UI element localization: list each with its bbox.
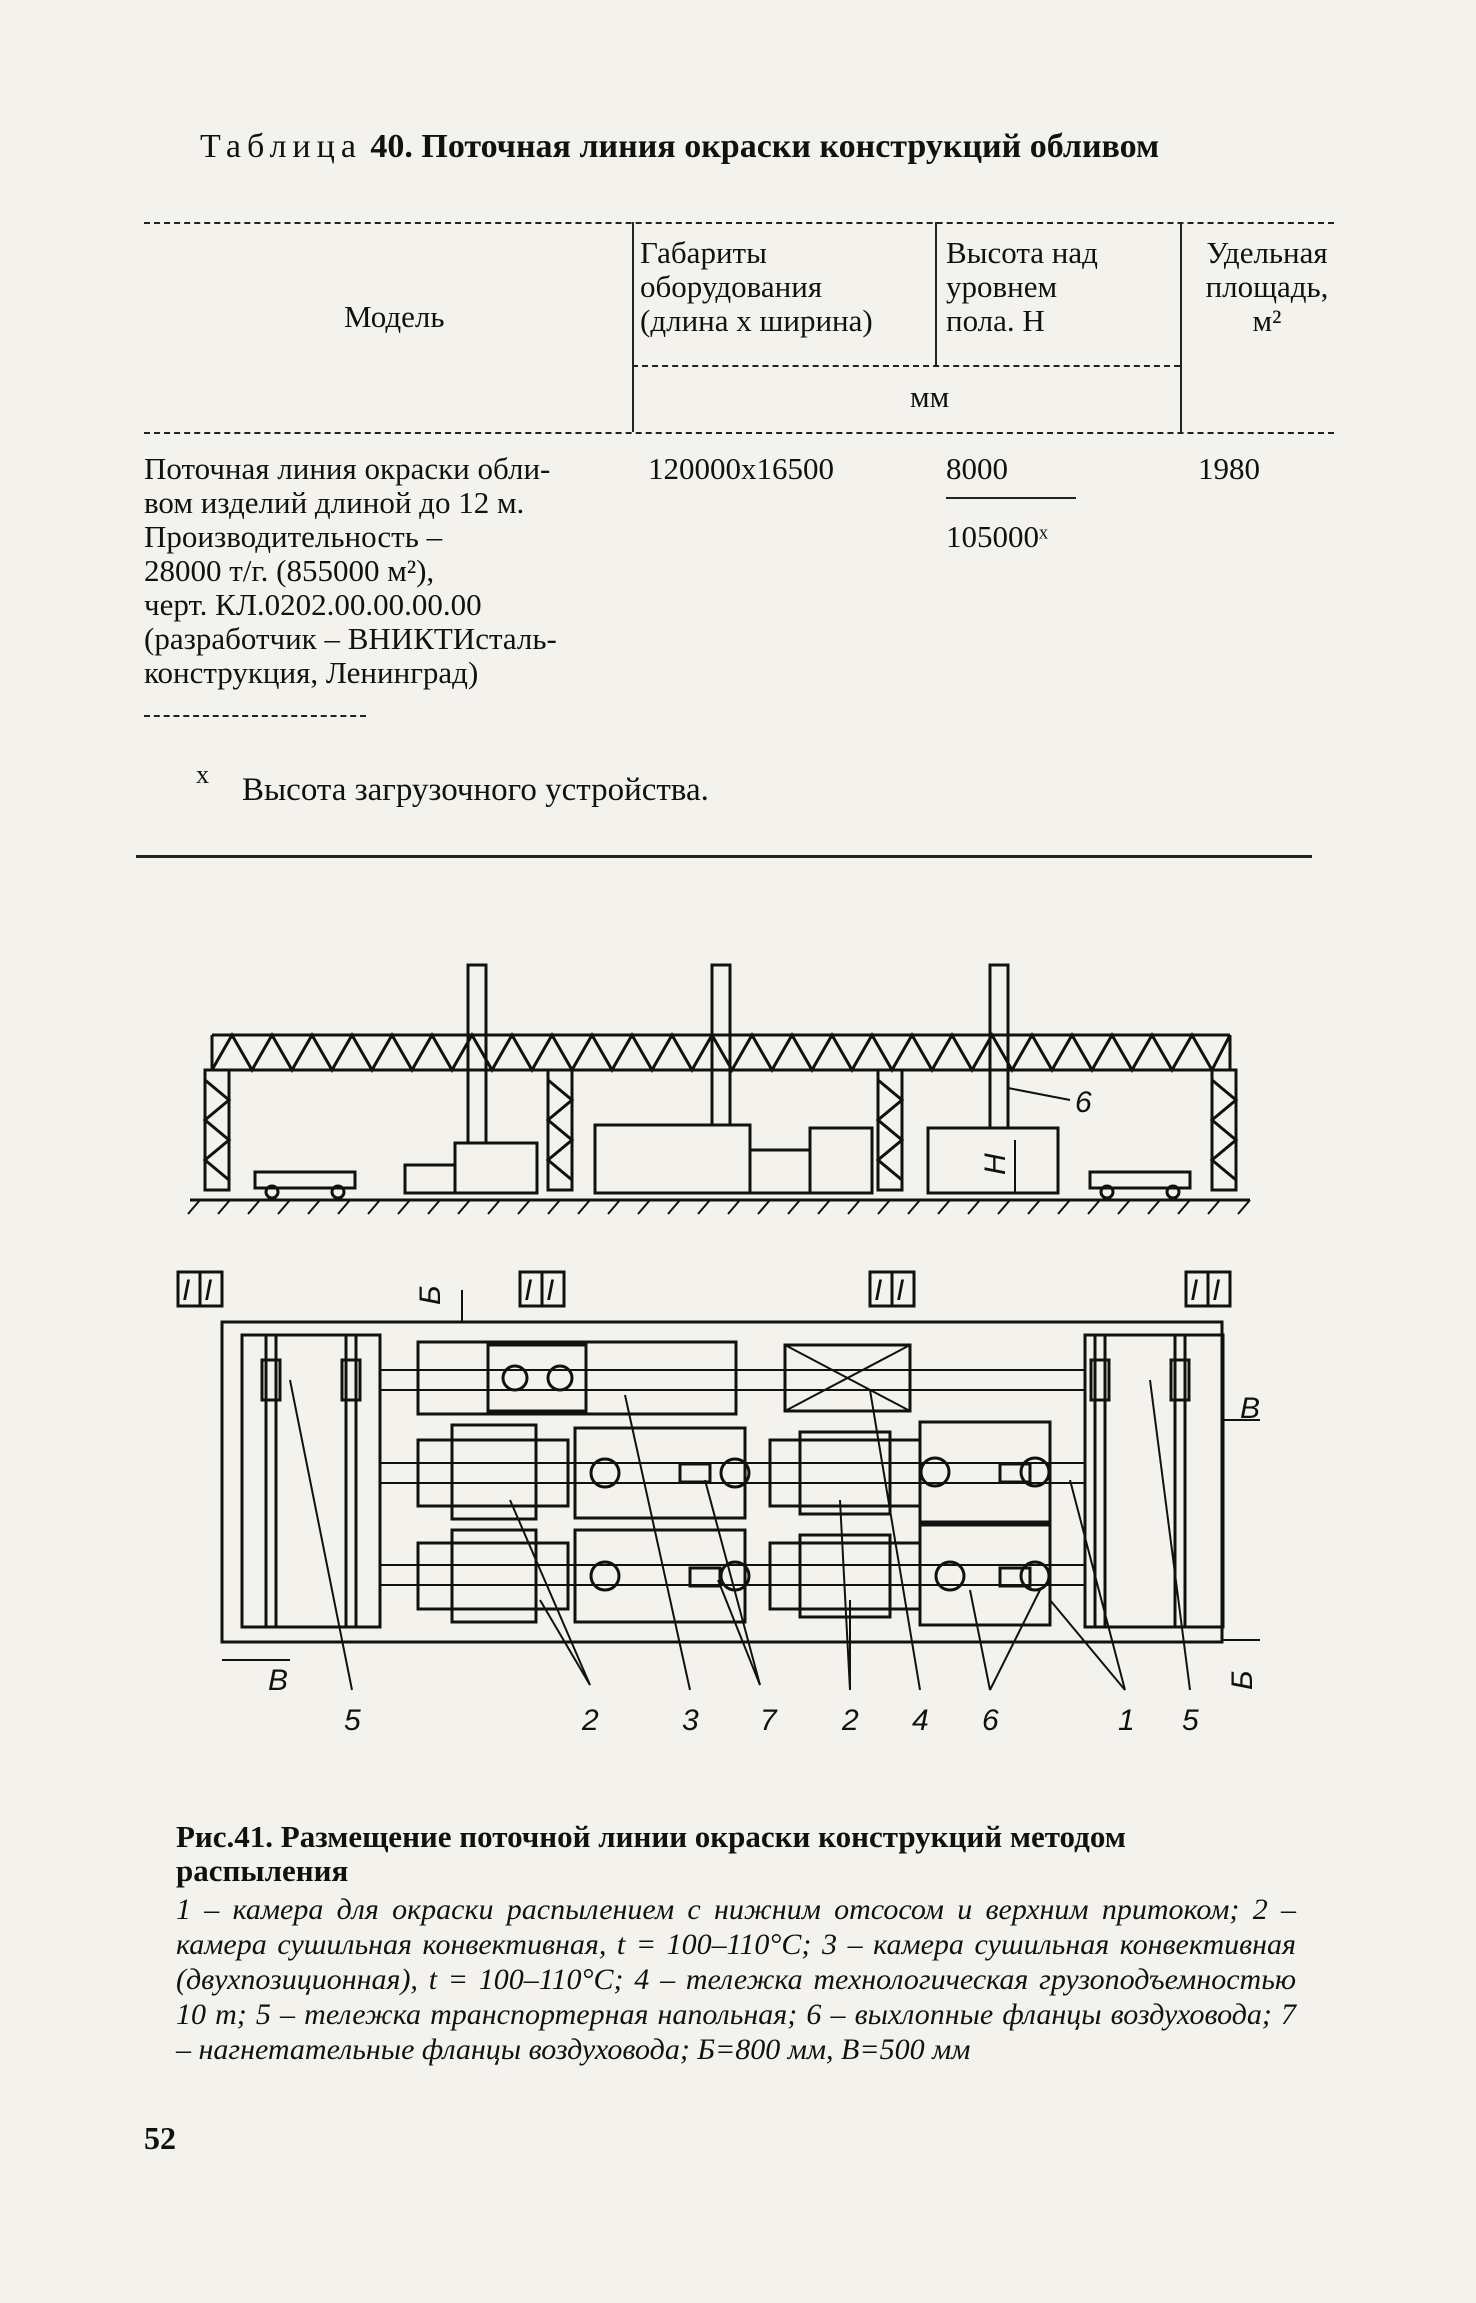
table-caption-label: Таблица bbox=[200, 128, 362, 165]
figure-legend: 1 – камера для окраски распылением с ниж… bbox=[176, 1893, 1296, 2066]
callout-3: 3 bbox=[682, 1704, 699, 1737]
row-height-top: 8000 bbox=[946, 451, 1008, 486]
table-caption-number: 40. bbox=[370, 128, 413, 165]
footnote-mark: x bbox=[196, 760, 209, 789]
footnote: Высота загрузочного устройства. bbox=[242, 772, 709, 808]
label-section: I bbox=[182, 1274, 190, 1307]
table-bottom-rule bbox=[144, 715, 366, 717]
height-fraction-rule bbox=[946, 497, 1076, 499]
callout-7: 7 bbox=[760, 1704, 778, 1737]
label-V-left: В bbox=[268, 1664, 288, 1697]
table-top-rule bbox=[144, 222, 1334, 224]
header-area: Удельная площадь, м² bbox=[1205, 235, 1329, 338]
callout-2: 2 bbox=[581, 1704, 599, 1737]
label-B-top: Б bbox=[414, 1285, 447, 1305]
row-model: Поточная линия окраски обли- вом изделий… bbox=[144, 451, 557, 690]
label-B-right: Б bbox=[1226, 1670, 1259, 1690]
label-section: I bbox=[204, 1274, 212, 1307]
row-dimensions: 120000x16500 bbox=[648, 451, 834, 486]
callout-6: 6 bbox=[982, 1704, 999, 1737]
table-caption-title: Поточная линия окраски конструкций облив… bbox=[421, 128, 1160, 165]
table-header-rule bbox=[144, 432, 1334, 434]
header-model: Модель bbox=[344, 299, 445, 334]
callout-1: 1 bbox=[1118, 1704, 1135, 1737]
elevation-view bbox=[187, 963, 1251, 1215]
table-caption: Таблица 40. Поточная линия окраски конст… bbox=[200, 128, 1159, 166]
header-dimensions: Габариты оборудования (длина х ширина) bbox=[640, 235, 873, 338]
row-height-bottom: 105000ˣ bbox=[946, 519, 1048, 554]
label-H: H bbox=[979, 1153, 1012, 1175]
label-6-top: 6 bbox=[1075, 1086, 1092, 1119]
label-section: I bbox=[1212, 1274, 1220, 1307]
callout-5: 5 bbox=[344, 1704, 361, 1737]
table-col-divider bbox=[1180, 222, 1182, 432]
table-col-divider bbox=[632, 222, 634, 432]
table-col-divider bbox=[935, 222, 937, 365]
callout-4: 4 bbox=[912, 1704, 929, 1737]
callout-2: 2 bbox=[841, 1704, 859, 1737]
label-section: I bbox=[896, 1274, 904, 1307]
label-section: I bbox=[546, 1274, 554, 1307]
plan-view bbox=[176, 1270, 1260, 1691]
label-section: I bbox=[1190, 1274, 1198, 1307]
figure-caption: Рис.41. Размещение поточной линии окраск… bbox=[176, 1819, 1126, 1888]
callout-5: 5 bbox=[1182, 1704, 1199, 1737]
page-number: 52 bbox=[144, 2120, 176, 2156]
section-divider bbox=[136, 855, 1312, 858]
layout-drawing: H 6 I I I I I I I I Б В Б В 5 2 3 7 2 4 … bbox=[176, 963, 1260, 1737]
header-height: Высота над уровнем пола. H bbox=[946, 235, 1098, 338]
header-units: мм bbox=[910, 379, 950, 414]
row-area: 1980 bbox=[1198, 451, 1260, 486]
label-section: I bbox=[524, 1274, 532, 1307]
label-section: I bbox=[874, 1274, 882, 1307]
table-units-rule bbox=[632, 365, 1180, 367]
label-V-right: В bbox=[1240, 1392, 1260, 1425]
